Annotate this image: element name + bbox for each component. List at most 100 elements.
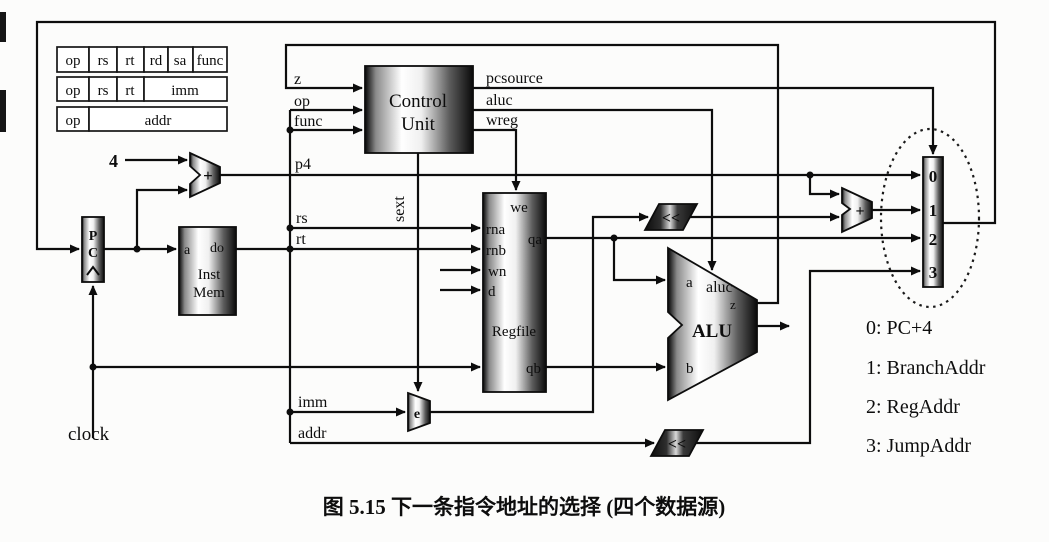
- control-unit-label: Control: [389, 91, 447, 112]
- sign-extender-shape: [407, 391, 431, 433]
- format-cell: [56, 106, 90, 132]
- wire-ext-to-shifter: [430, 212, 649, 414]
- format-cell: [192, 46, 228, 73]
- signal-label-func: func: [294, 113, 322, 130]
- regfile-port-d: d: [488, 284, 496, 300]
- regfile-port-rnb: rnb: [486, 243, 506, 259]
- format-field: rs: [98, 53, 109, 69]
- jump-shifter-shape: [649, 429, 705, 457]
- signal-label-clock: clock: [68, 424, 110, 445]
- inst-mem-box: [178, 226, 237, 316]
- regfile-port-qb: qb: [526, 361, 541, 377]
- inst-mem-port-a: a: [184, 243, 191, 258]
- mux-input-1: 1: [929, 201, 938, 220]
- format-row-j-type: op addr: [56, 106, 228, 132]
- format-cell: [88, 46, 118, 73]
- signal-label-addr: addr: [298, 425, 327, 442]
- inst-mem-label: Mem: [193, 285, 225, 301]
- branch-adder-block: +: [841, 186, 873, 234]
- wire-pc-to-adder: [135, 185, 188, 249]
- format-row-r-type: op rs rt rd sa func: [56, 46, 228, 73]
- junction-dot: [286, 224, 294, 232]
- sign-extender-block: e: [407, 391, 431, 433]
- signal-label-aluc: aluc: [486, 92, 513, 109]
- format-cell: [56, 76, 90, 102]
- junction-dot: [286, 126, 294, 134]
- control-unit-label: Unit: [401, 114, 436, 135]
- format-row-i-type: op rs rt imm: [56, 76, 228, 102]
- inst-mem-port-do: do: [210, 241, 224, 256]
- signal-label-imm: imm: [298, 394, 328, 411]
- branch-shifter-shape: [643, 203, 699, 231]
- signal-label-four: 4: [109, 151, 118, 171]
- mux-highlight-ellipse: [879, 127, 981, 309]
- signal-label-wreg: wreg: [486, 112, 518, 129]
- format-cell: [143, 76, 228, 102]
- pc-label: C: [88, 246, 98, 261]
- jump-shifter-label: <<: [668, 436, 686, 453]
- regfile-port-qa: qa: [528, 232, 543, 248]
- scan-artifacts: [0, 12, 6, 132]
- signal-label-rs: rs: [296, 210, 308, 227]
- wire-z: [284, 43, 780, 305]
- format-cell: [88, 106, 228, 132]
- wires: [35, 20, 997, 448]
- control-unit-box: [364, 65, 474, 154]
- legend-item-3: 3: JumpAddr: [866, 435, 971, 457]
- wire-wreg: [473, 128, 521, 191]
- sign-extender-label: e: [414, 407, 420, 422]
- pc4-adder-block: +: [189, 151, 221, 199]
- mux-source-legend: 0: PC+4 1: BranchAddr 2: RegAddr 3: Jump…: [866, 317, 986, 457]
- scan-mark: [0, 90, 6, 132]
- signal-label-pcsource: pcsource: [486, 70, 543, 87]
- jump-shifter-block: <<: [649, 429, 705, 457]
- mux-input-2: 2: [929, 230, 938, 249]
- junction-dot: [89, 363, 97, 371]
- junction-dot: [806, 171, 814, 179]
- regfile-block: we rna rnb wn d qa qb Regfile: [482, 192, 547, 393]
- wire-pcsource: [473, 86, 938, 155]
- regfile-box: [482, 192, 547, 393]
- junction-dots: [89, 126, 814, 416]
- alu-select-label: aluc: [706, 279, 733, 296]
- signal-label-p4: p4: [295, 156, 311, 173]
- format-field: rt: [125, 83, 135, 99]
- inst-mem-label: Inst: [198, 267, 221, 283]
- pc4-adder-shape: [189, 151, 221, 199]
- format-field: rs: [98, 83, 109, 99]
- regfile-port-rna: rna: [486, 222, 505, 238]
- control-unit-block: Control Unit: [364, 65, 474, 154]
- alu-port-b: b: [686, 361, 694, 377]
- alu-port-z: z: [730, 297, 736, 312]
- format-field: addr: [145, 113, 172, 129]
- wire-jumpaddr: [696, 266, 921, 445]
- regfile-port-we: we: [510, 200, 528, 216]
- instruction-format-table: op rs rt rd sa func op rs rt imm op addr: [56, 46, 228, 132]
- signal-label-rt: rt: [296, 231, 306, 248]
- junction-dot: [286, 245, 294, 253]
- format-field: rd: [150, 53, 163, 69]
- branch-adder-plus: +: [855, 203, 864, 220]
- scan-mark: [0, 12, 6, 42]
- alu-shape: [667, 246, 758, 402]
- format-field: imm: [171, 83, 199, 99]
- clock-edge-icon: [86, 265, 100, 276]
- wire-p4-to-adder2: [808, 175, 840, 199]
- alu-name-label: ALU: [692, 321, 732, 342]
- branch-shifter-block: <<: [643, 203, 699, 231]
- format-field: op: [66, 53, 81, 69]
- mux-input-3: 3: [929, 263, 938, 282]
- legend-item-0: 0: PC+4: [866, 317, 932, 339]
- pc-register-block: P C: [81, 216, 105, 283]
- wire-qa-to-alu: [612, 238, 666, 285]
- pc-box: [81, 216, 105, 283]
- signal-label-sext: sext: [391, 196, 408, 222]
- alu-block: a aluc z ALU b: [667, 246, 758, 402]
- format-field: op: [66, 83, 81, 99]
- junction-dot: [133, 245, 141, 253]
- inst-mem-block: a do Inst Mem: [178, 226, 237, 316]
- format-cell: [116, 76, 145, 102]
- format-field: rt: [125, 53, 135, 69]
